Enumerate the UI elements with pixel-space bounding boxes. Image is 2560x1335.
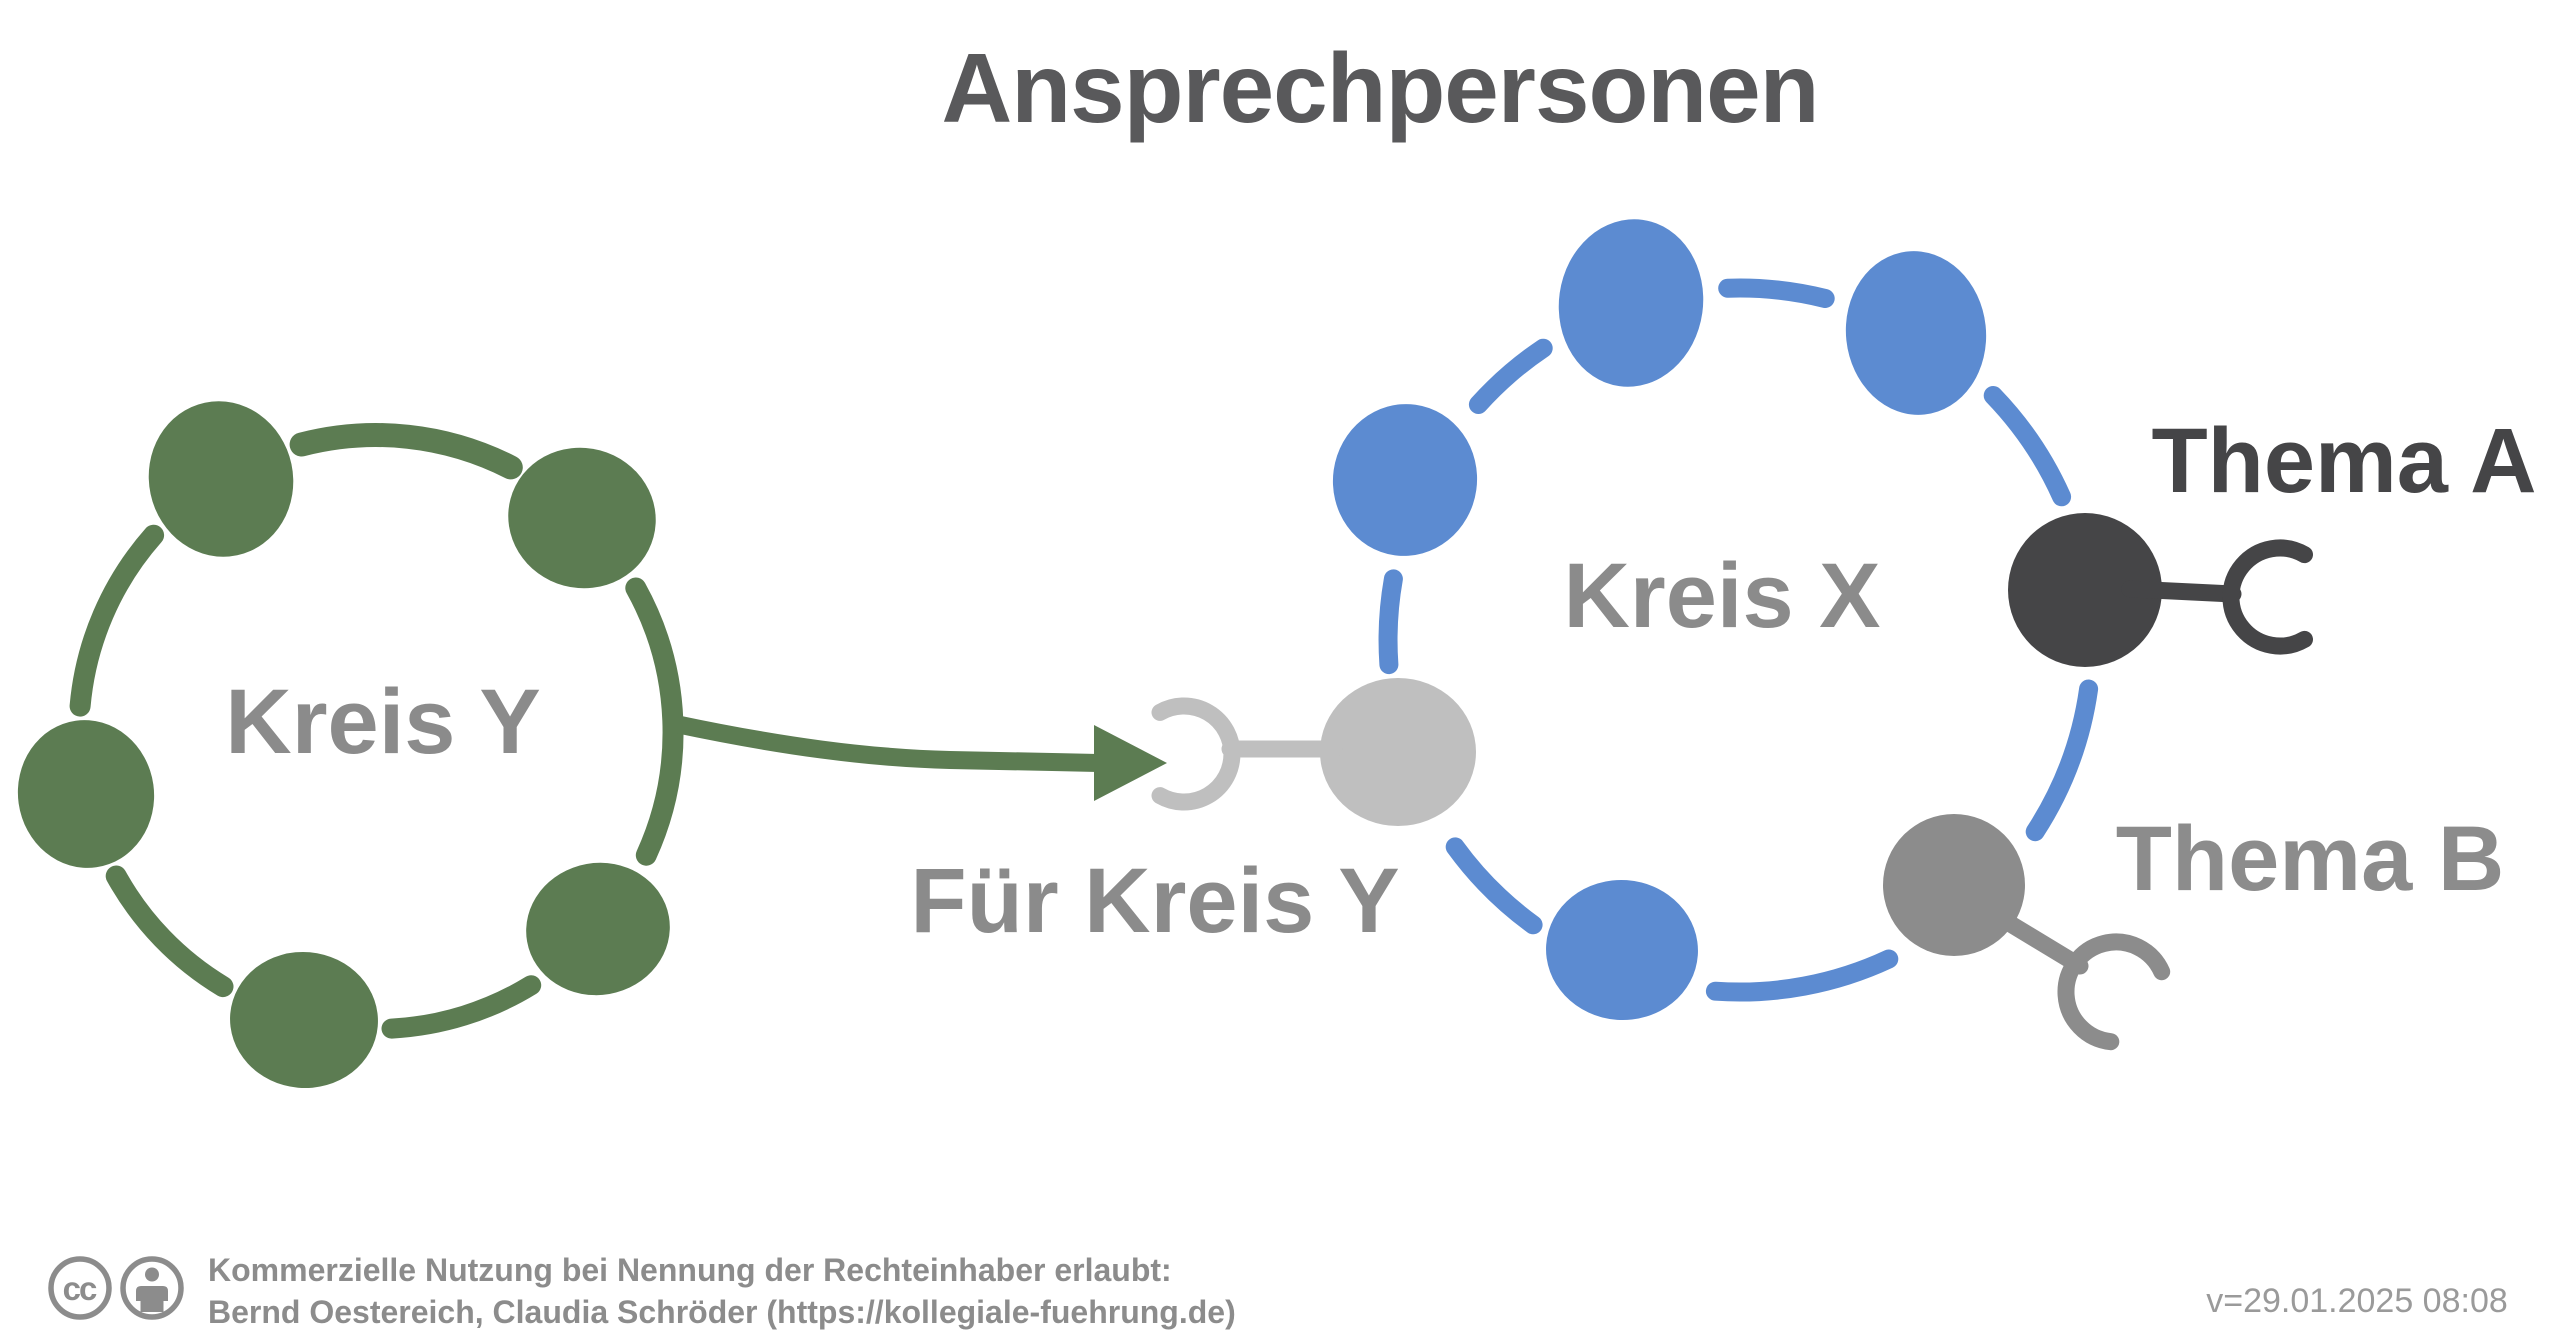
receptor-stem [1995,911,2089,975]
page-title: Ansprechpersonen [941,33,1818,143]
member-dot [1845,251,1987,415]
cc-by-circle [120,1256,184,1320]
kreis-y-members [17,401,670,1089]
member-dot [148,401,294,557]
receptor-stem [2121,580,2242,603]
kreis-x-ring-arc [1705,949,1899,1002]
kreis-x-ring [1378,278,2099,1002]
kreis-y-ring-arc [289,423,523,480]
kreis-x-ring-arc [1378,569,1403,675]
kreis-x-ring-arc [1445,837,1543,935]
member-dot [526,862,670,996]
member-dot [17,720,155,868]
cc-icon: cc [48,1256,112,1320]
fuer-kreis-y-label: Für Kreis Y [910,850,1399,952]
kreis-y-label: Kreis Y [225,671,540,773]
cc-by-body [136,1286,168,1312]
kreis-x-ring-arc [1468,338,1553,414]
ansprechperson-fuer-kreis-y-dot [1320,678,1476,826]
receptor-thema-b-icon [1995,911,2171,1051]
cc-icon-letters: cc [63,1270,97,1307]
license-line-1: Kommerzielle Nutzung bei Nennung der Rec… [208,1252,1172,1288]
kreis-x-ring-arc [2025,679,2099,842]
receptor-cup [2222,539,2313,655]
kreis-y-ring-arc [69,524,165,717]
kreis-x-ring-arc [1983,386,2072,507]
license-line-2: Bernd Oestereich, Claudia Schröder (http… [208,1294,1236,1330]
member-dot [1332,404,1478,556]
ansprechperson-thema-a-dot [2008,513,2162,667]
member-dot [508,447,656,589]
version-stamp: v=29.01.2025 08:08 [2206,1282,2508,1320]
delegation-arrowhead [1094,725,1167,801]
kreis-y-ring-arc [381,975,542,1039]
member-dot [230,951,378,1089]
ansprechperson-thema-b-dot [1883,814,2025,956]
cc-by-head [145,1267,159,1282]
member-dot [1558,219,1704,387]
kreis-x-label: Kreis X [1563,545,1880,647]
receptor-cup [1151,697,1241,811]
kreis-y-ring-arc [105,865,234,998]
cc-by-person-icon [120,1256,184,1320]
receptor-cup [2057,933,2171,1051]
member-dot [1546,879,1698,1021]
cc-license-badge: cc Kommerzielle Nutzung bei Nennung der … [48,1252,1236,1330]
receptor-thema-a-icon [2121,539,2313,655]
kreis-x-ring-arc [1718,278,1835,308]
receptor-fuer-kreis-y-icon [1151,697,1343,811]
thema-b-label: Thema B [2116,808,2505,910]
cc-icon-circle [48,1256,112,1320]
kreis-x-members [1332,219,1987,1021]
delegation-arrow-shaft [667,715,1107,772]
thema-a-label: Thema A [2151,410,2536,512]
